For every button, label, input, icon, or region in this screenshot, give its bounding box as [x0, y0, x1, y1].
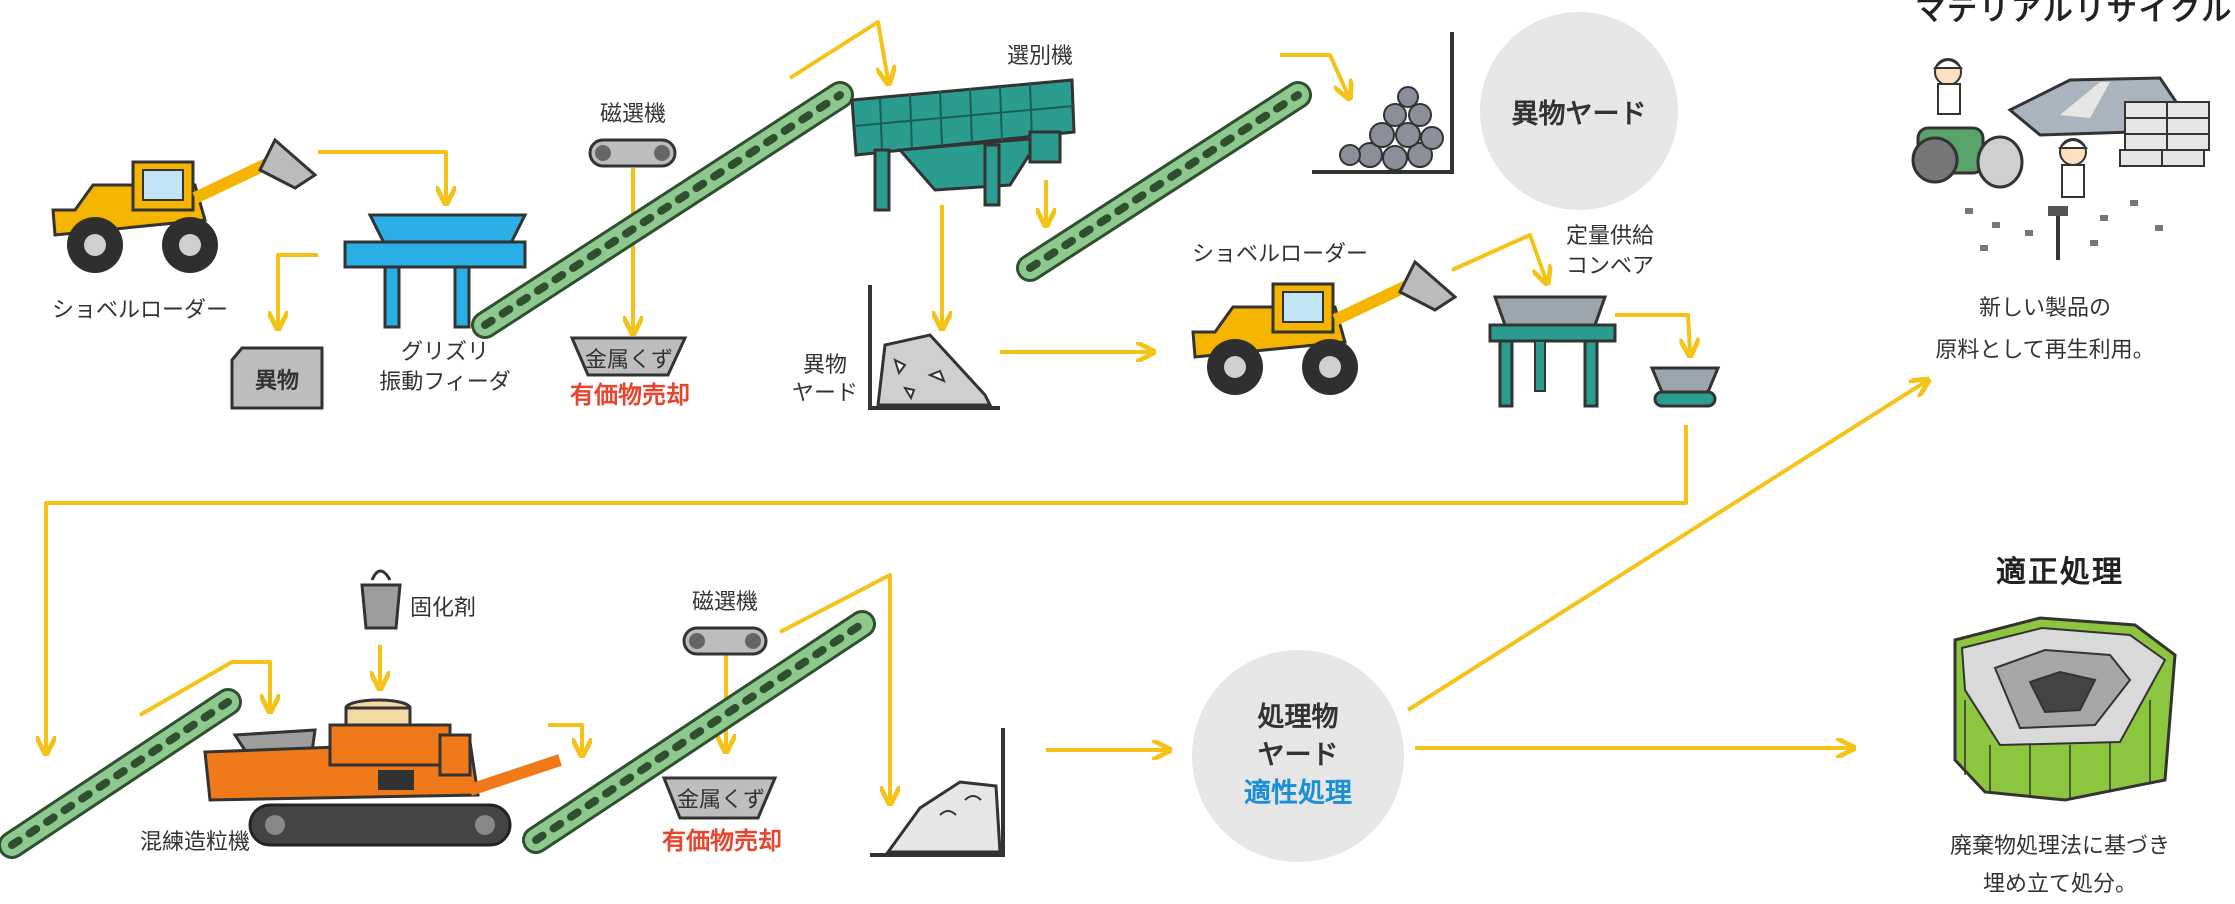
arrow-conveyor-to-sorter	[788, 20, 888, 80]
arrow-yard-to-recycle	[1406, 382, 1925, 712]
processed-yard-line1: 処理物	[1257, 702, 1339, 733]
magnet-b-illustration	[682, 626, 768, 656]
arrow-return-line	[46, 425, 1688, 750]
foreign-box-label: 異物	[254, 369, 299, 394]
arrow-loader-to-grizzly	[318, 150, 446, 200]
recycle-desc-line2: 原料として再生利用。	[1935, 338, 2155, 363]
solidifier-label: 固化剤	[410, 596, 477, 621]
scrap-bin-a	[569, 336, 688, 377]
solidifier-bucket	[360, 569, 402, 630]
foreign-box	[230, 346, 324, 410]
grizzly-label-line1: グリズリ	[400, 340, 489, 365]
loader-b-illustration	[1191, 259, 1458, 395]
mixer-label: 混練造粒機	[139, 830, 250, 855]
processed-yard-line3: 適性処理	[1244, 778, 1352, 809]
arrow-to-mixer	[139, 660, 270, 717]
sale-a-label: 有価物売却	[570, 381, 690, 409]
processed-pile	[870, 728, 1005, 857]
arrow-conveyor-to-pile	[1280, 53, 1348, 95]
grizzly-label-line2: 振動フィーダ	[379, 370, 511, 395]
magnet-a-illustration	[588, 138, 677, 168]
feeder-illustration	[1488, 295, 1617, 408]
scrap-bin-b	[661, 776, 778, 820]
flow-arrows	[46, 20, 1925, 800]
magnet-a-label: 磁選機	[599, 102, 666, 127]
sorter-illustration	[850, 78, 1076, 212]
foreign-yard-small	[868, 285, 1000, 410]
conveyor-a	[471, 81, 854, 339]
scrap-a-label: 金属くず	[584, 348, 673, 373]
feeder-label-line1: 定量供給	[1565, 224, 1654, 249]
recycle-desc-line1: 新しい製品の	[1978, 296, 2111, 321]
disposal-desc-line2: 埋め立て処分。	[1982, 872, 2137, 897]
arrow-feeder-to-hopper	[1615, 313, 1690, 352]
disposal-description: 廃棄物処理法に基づき 埋め立て処分。	[1935, 828, 2185, 904]
foreign-yard-circle: 異物ヤード	[1480, 12, 1678, 210]
small-hopper	[1649, 366, 1721, 408]
disposal-desc-line1: 廃棄物処理法に基づき	[1949, 834, 2170, 859]
arrow-loader-to-foreign	[278, 253, 318, 325]
magnet-b-label: 磁選機	[691, 590, 758, 615]
feeder-label-line2: コンベア	[1565, 254, 1654, 279]
loader-b-label: ショベルローダー	[1191, 242, 1368, 267]
loader-a-label: ショベルローダー	[51, 298, 228, 323]
arrow-mixer-out	[548, 723, 582, 752]
feeder-label: 定量供給 コンベア	[1545, 222, 1675, 282]
sale-b-label: 有価物売却	[662, 827, 782, 855]
disposal-pit-illustration	[1953, 616, 2177, 802]
foreign-yard-circle-label: 異物ヤード	[1511, 98, 1647, 130]
processed-yard-circle: 処理物 ヤード 適性処理	[1192, 650, 1404, 862]
processed-yard-line2: ヤード	[1257, 740, 1339, 771]
arrow-conveyor2-to-pile	[779, 573, 890, 800]
recycle-title: マテリアルリサイクル	[1915, 0, 2234, 28]
conveyor-b	[1016, 81, 1312, 282]
conveyor-c	[0, 688, 242, 859]
arrow-loader-to-feeder	[1451, 233, 1546, 280]
grizzly-label: グリズリ 振動フィーダ	[355, 338, 535, 398]
foreign-yard-small-label: 異物 ヤード	[780, 352, 870, 408]
conveyor-d	[522, 610, 876, 854]
recycle-illustration	[1911, 58, 2210, 260]
disposal-title: 適正処理	[1996, 555, 2124, 590]
foreign-yard-small-line2: ヤード	[791, 381, 858, 406]
sorter-label: 選別機	[1006, 44, 1073, 69]
mixer-illustration	[203, 698, 562, 847]
foreign-yard-small-line1: 異物	[802, 353, 847, 378]
scrap-b-label: 金属くず	[676, 788, 765, 813]
recycle-description: 新しい製品の 原料として再生利用。	[1935, 288, 2155, 372]
loader-a-illustration	[51, 137, 318, 273]
grizzly-feeder-illustration	[343, 213, 528, 329]
rock-pile	[1312, 32, 1454, 174]
